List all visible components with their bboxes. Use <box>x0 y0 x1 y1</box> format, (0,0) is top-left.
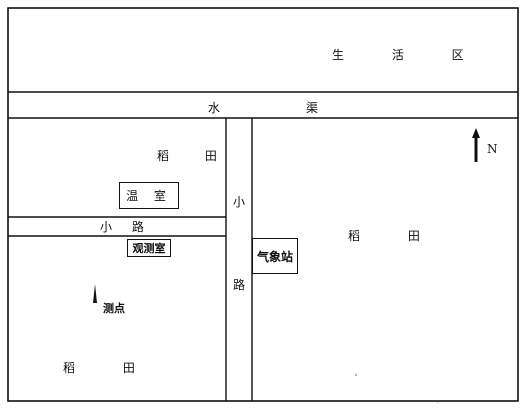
weather-station-box: 气象站 <box>252 238 298 274</box>
north-arrow-icon <box>472 128 480 162</box>
vertical-lane-label-top: 小 <box>232 195 245 209</box>
canal-label-right: 渠 <box>306 101 319 115</box>
measure-point-marker-icon <box>93 284 97 303</box>
paddy-field-right-label: 稻 田 <box>348 229 442 243</box>
vertical-lane-label-bottom: 路 <box>232 278 245 292</box>
paddy-field-bottom-left-label: 稻 田 <box>63 361 157 375</box>
canal-label-left: 水 <box>208 101 221 115</box>
measure-point-label: 测点 <box>103 302 125 315</box>
north-label: N <box>487 142 498 156</box>
horizontal-lane-label: 小 路 <box>100 220 152 234</box>
speck-dot <box>437 401 439 403</box>
observatory-box: 观测室 <box>127 239 171 257</box>
speck-dot <box>355 374 357 376</box>
living-zone-label: 生 活 区 <box>332 48 486 62</box>
greenhouse-box: 温 室 <box>119 182 179 209</box>
map-border <box>7 7 519 402</box>
paddy-field-top-left-label: 稻 田 <box>157 149 233 163</box>
